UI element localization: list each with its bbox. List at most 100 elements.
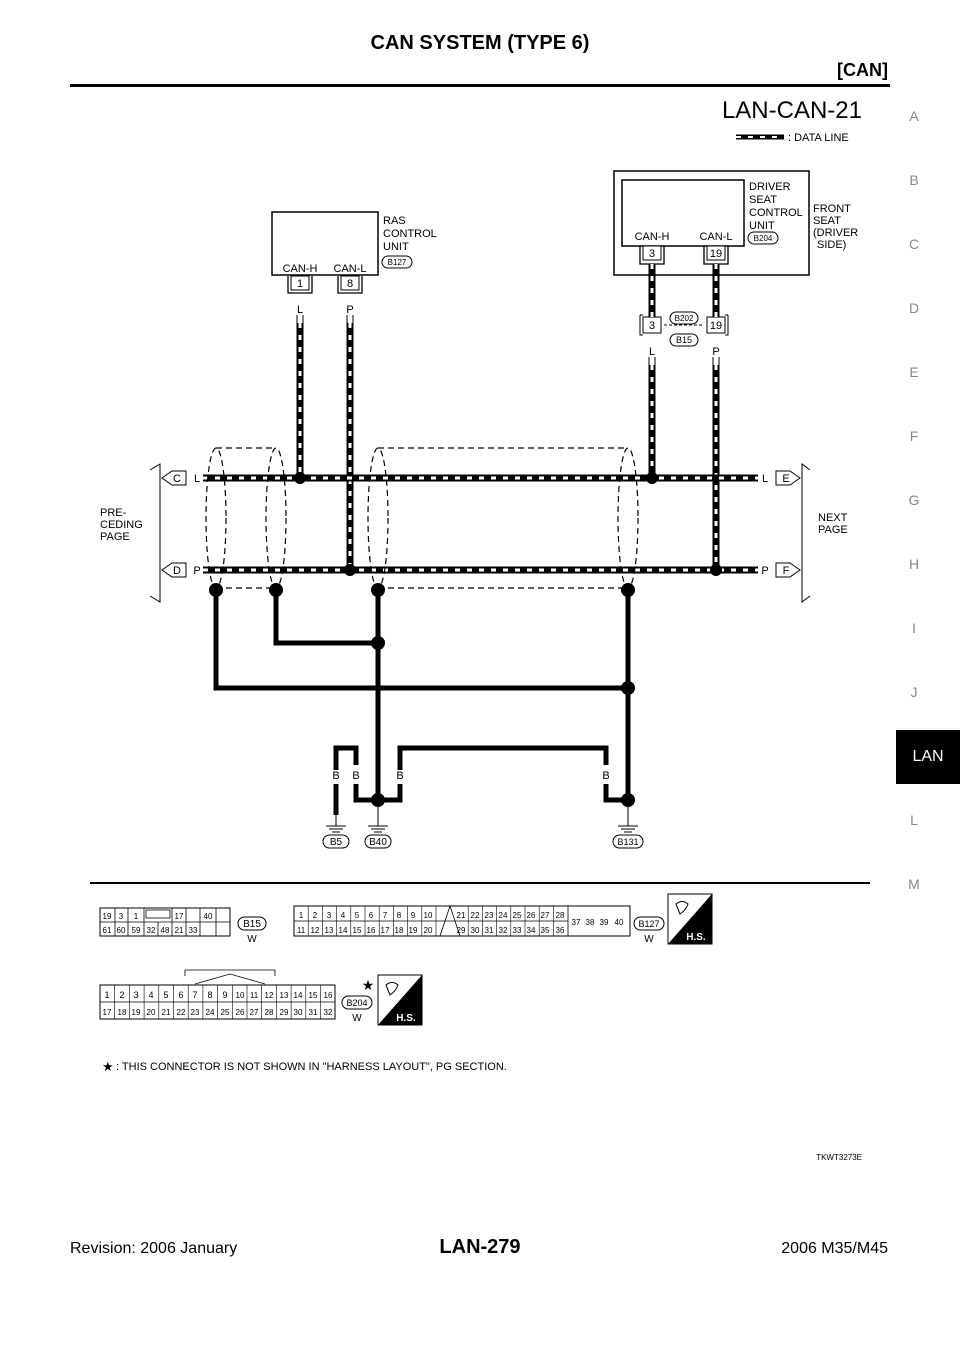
ras-wire-color-l: P (346, 304, 353, 316)
joint-pin-h: 3 (649, 320, 655, 332)
wire-p-left: P (193, 565, 200, 577)
front-seat-label-2: SEAT (813, 215, 841, 227)
preceding-label-1: PRE- (100, 507, 127, 519)
ras-canh-label: CAN-H (283, 263, 318, 275)
ground-splice-b131 (621, 793, 635, 807)
ground-b40: B40 (369, 837, 387, 848)
b127-pin: 33 (513, 926, 522, 935)
index-d[interactable]: D (908, 300, 920, 316)
index-g[interactable]: G (908, 492, 920, 508)
b127-pin: 16 (367, 926, 376, 935)
b15-pin: 17 (175, 912, 184, 921)
conn-e-flag (775, 470, 801, 486)
model-text: 2006 M35/M45 (781, 1240, 888, 1257)
b127-pin: 32 (499, 926, 508, 935)
ras-control-unit-box (271, 211, 379, 276)
hs-badge-1: H.S. (667, 893, 713, 945)
b204-pin: 6 (178, 990, 183, 1000)
b204-pin: 7 (192, 990, 197, 1000)
ras-pin-h-box (290, 275, 310, 291)
index-j[interactable]: J (910, 684, 918, 700)
wire-p-right: P (761, 565, 768, 577)
b127-pin: 39 (600, 918, 609, 927)
b15-pin: 40 (204, 912, 213, 921)
splice-canl-driver (710, 564, 722, 576)
ras-pin-l-box (340, 275, 360, 291)
b127-pin: 13 (325, 926, 334, 935)
index-c[interactable]: C (908, 236, 920, 252)
ras-pin-h: 1 (297, 278, 303, 290)
b127-pin: 14 (339, 926, 348, 935)
shield-splice-2 (269, 583, 283, 597)
b15-pin: 32 (147, 926, 156, 935)
b204-pin: 10 (236, 991, 245, 1000)
conn-d: D (173, 565, 181, 577)
connector-b127-face: 1 2 3 4 5 6 7 8 9 10 11 12 13 14 15 16 1… (293, 904, 665, 945)
index-lan-tab[interactable]: LAN (896, 730, 960, 784)
b127-pin: 10 (424, 911, 433, 920)
driver-conn-label: B204 (754, 234, 773, 243)
driver-canh-label: CAN-H (635, 231, 670, 243)
joint-conn-bottom-badge (669, 333, 699, 347)
ground-splice-b40 (371, 793, 385, 807)
b204-pin: 12 (265, 991, 274, 1000)
ground-wire-b-4: B (602, 770, 609, 782)
b15-pin: 1 (134, 912, 139, 921)
index-l[interactable]: L (910, 812, 918, 828)
index-a[interactable]: A (909, 108, 919, 124)
splice-canl-ras (344, 564, 356, 576)
b127-pin: 4 (341, 911, 346, 920)
b127-pin: 31 (485, 926, 494, 935)
b127-pin: 17 (381, 926, 390, 935)
shield-splice-4 (621, 583, 635, 597)
b204-pin: 32 (324, 1008, 333, 1017)
b204-pin: 24 (206, 1008, 215, 1017)
wire-l-right: L (762, 473, 768, 485)
b204-pin: 23 (191, 1008, 200, 1017)
b127-pin: 40 (615, 918, 624, 927)
conn-c: C (173, 473, 181, 485)
b204-pin: 22 (177, 1008, 186, 1017)
note-star: ★ (102, 1059, 114, 1074)
index-h[interactable]: H (908, 556, 920, 572)
hs-label-2: H.S. (396, 1013, 416, 1024)
conn-e: E (782, 473, 789, 485)
b204-pin: 15 (309, 991, 318, 1000)
b127-pin: 20 (424, 926, 433, 935)
b127-pin: 6 (369, 911, 374, 920)
hs-badge-2: H.S. (377, 974, 423, 1026)
preceding-label-3: PAGE (100, 531, 130, 543)
index-f[interactable]: F (909, 428, 919, 444)
joint-conn-top: B202 (675, 314, 694, 323)
b15-pin: 60 (117, 926, 126, 935)
b127-pin: 36 (556, 926, 565, 935)
b204-pin: 17 (103, 1008, 112, 1017)
ground-wire-b-2: B (352, 770, 359, 782)
driver-pin-l: 19 (710, 248, 722, 260)
index-e[interactable]: E (909, 364, 919, 380)
splice-canh-driver (646, 472, 658, 484)
conn-f: F (783, 565, 790, 577)
header-rule (70, 84, 890, 87)
front-seat-box (613, 170, 810, 276)
section-label: [CAN] (837, 60, 888, 80)
b204-color: W (352, 1013, 362, 1024)
b127-pin: 34 (527, 926, 536, 935)
ras-conn-badge (381, 255, 413, 269)
joint-wire-color-l: P (712, 346, 719, 358)
ground-wire-b-1: B (332, 770, 339, 782)
index-i[interactable]: I (912, 620, 916, 636)
driver-unit-label-2: SEAT (749, 194, 777, 206)
b204-pin: 27 (250, 1008, 259, 1017)
b15-pin: 61 (103, 926, 112, 935)
joint-conn-top-badge (669, 311, 699, 325)
figure-code: TKWT3273E (816, 1153, 862, 1162)
ras-canl-label: CAN-L (333, 263, 366, 275)
joint-wire-color-h: L (649, 346, 655, 358)
b15-id: B15 (243, 919, 261, 930)
index-b[interactable]: B (909, 172, 919, 188)
b15-pin: 48 (161, 926, 170, 935)
b204-pin: 3 (133, 990, 138, 1000)
index-m[interactable]: M (908, 876, 920, 892)
